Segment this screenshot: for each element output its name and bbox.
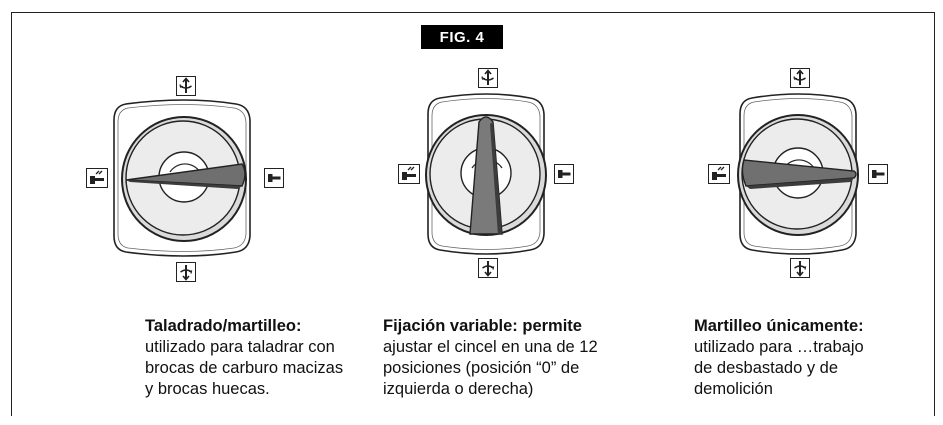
drill-hammer-icon bbox=[398, 164, 420, 184]
rotate-lock-icon bbox=[176, 76, 196, 96]
drill-hammer-icon bbox=[708, 164, 730, 184]
hammer-only-icon bbox=[554, 164, 574, 184]
rotate-lock-icon bbox=[478, 68, 498, 88]
rotate-unlock-icon bbox=[478, 258, 498, 278]
caption-variable-lock: Fijación variable: permite ajustar el ci… bbox=[383, 316, 623, 400]
selector-knob-variable-lock bbox=[398, 68, 574, 278]
selector-knob-hammer-only bbox=[708, 68, 888, 278]
rotate-unlock-icon bbox=[176, 262, 196, 282]
figure-label: FIG. 4 bbox=[421, 25, 503, 49]
caption-body: utilizado para …trabajo de desbastado y … bbox=[694, 338, 864, 398]
caption-heading: Martilleo únicamente: bbox=[694, 317, 864, 335]
selector-knob-drill-hammer bbox=[86, 76, 284, 282]
figure-frame bbox=[11, 12, 935, 416]
caption-body: ajustar el cincel en una de 12 posicione… bbox=[383, 338, 598, 398]
rotate-lock-icon bbox=[790, 68, 810, 88]
drill-hammer-icon bbox=[86, 168, 108, 188]
caption-drill-hammer: Taladrado/martilleo: utilizado para tala… bbox=[145, 316, 385, 400]
hammer-only-icon bbox=[868, 164, 888, 184]
hammer-only-icon bbox=[264, 168, 284, 188]
rotate-unlock-icon bbox=[790, 258, 810, 278]
caption-body: utilizado para taladrar con brocas de ca… bbox=[145, 338, 344, 398]
caption-heading: Fijación variable: permite bbox=[383, 317, 582, 335]
caption-hammer-only: Martilleo únicamente: utilizado para …tr… bbox=[694, 316, 934, 400]
caption-heading: Taladrado/martilleo: bbox=[145, 317, 302, 335]
